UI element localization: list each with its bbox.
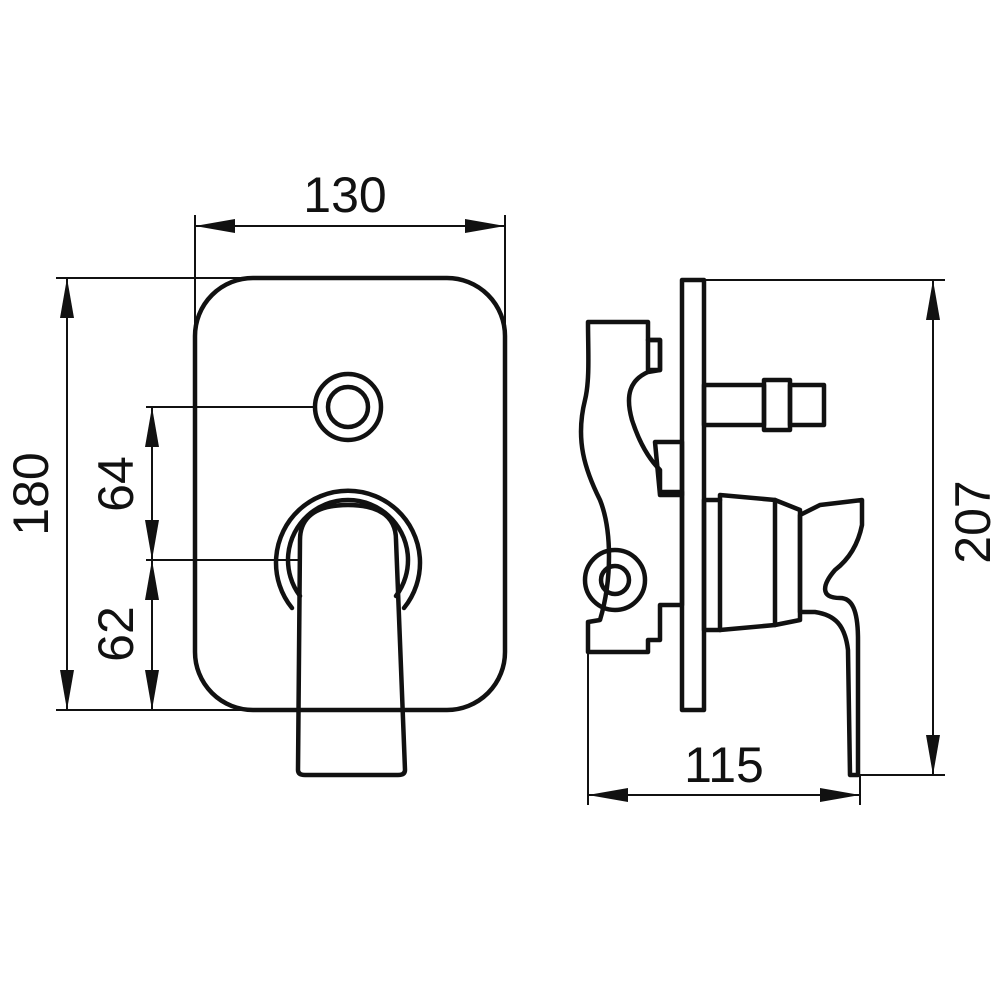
lever-rosette xyxy=(273,488,423,611)
valve-body xyxy=(578,319,685,655)
lever-rosette-inner xyxy=(285,497,411,599)
dimension-height-side-label: 207 xyxy=(945,480,1000,563)
diverter-stem-head xyxy=(761,377,793,433)
side-wall-plate xyxy=(679,277,707,713)
dimension-width-front-label: 130 xyxy=(303,167,386,223)
body-lower-bracket xyxy=(652,439,685,498)
dimension-spacing-lower: 62 xyxy=(88,560,159,710)
dimension-spacing-upper: 64 xyxy=(88,406,315,561)
dimension-height-plate: 180 xyxy=(3,277,260,711)
diverter-button-outer xyxy=(312,371,384,443)
front-view xyxy=(192,275,508,778)
dimension-spacing-lower-label: 62 xyxy=(88,606,144,662)
lever-side-profile xyxy=(797,497,865,778)
dimension-height-side: 207 xyxy=(704,279,1000,776)
cover-plate xyxy=(192,275,508,713)
lever-handle xyxy=(295,502,408,778)
inlet-port-inner xyxy=(598,563,632,597)
inlet-port-outer xyxy=(582,547,648,613)
dimension-spacing-upper-label: 64 xyxy=(88,456,144,512)
dimension-depth-side-label: 115 xyxy=(684,737,764,793)
dimension-width-front: 130 xyxy=(194,167,506,330)
dimension-depth-side: 115 xyxy=(587,652,861,805)
diverter-button-inner xyxy=(325,384,371,430)
dimension-height-plate-label: 180 xyxy=(3,452,59,535)
diverter-stem xyxy=(701,382,767,428)
diverter-knob xyxy=(787,382,827,428)
side-view xyxy=(578,277,865,778)
body-top-tab xyxy=(645,337,663,373)
